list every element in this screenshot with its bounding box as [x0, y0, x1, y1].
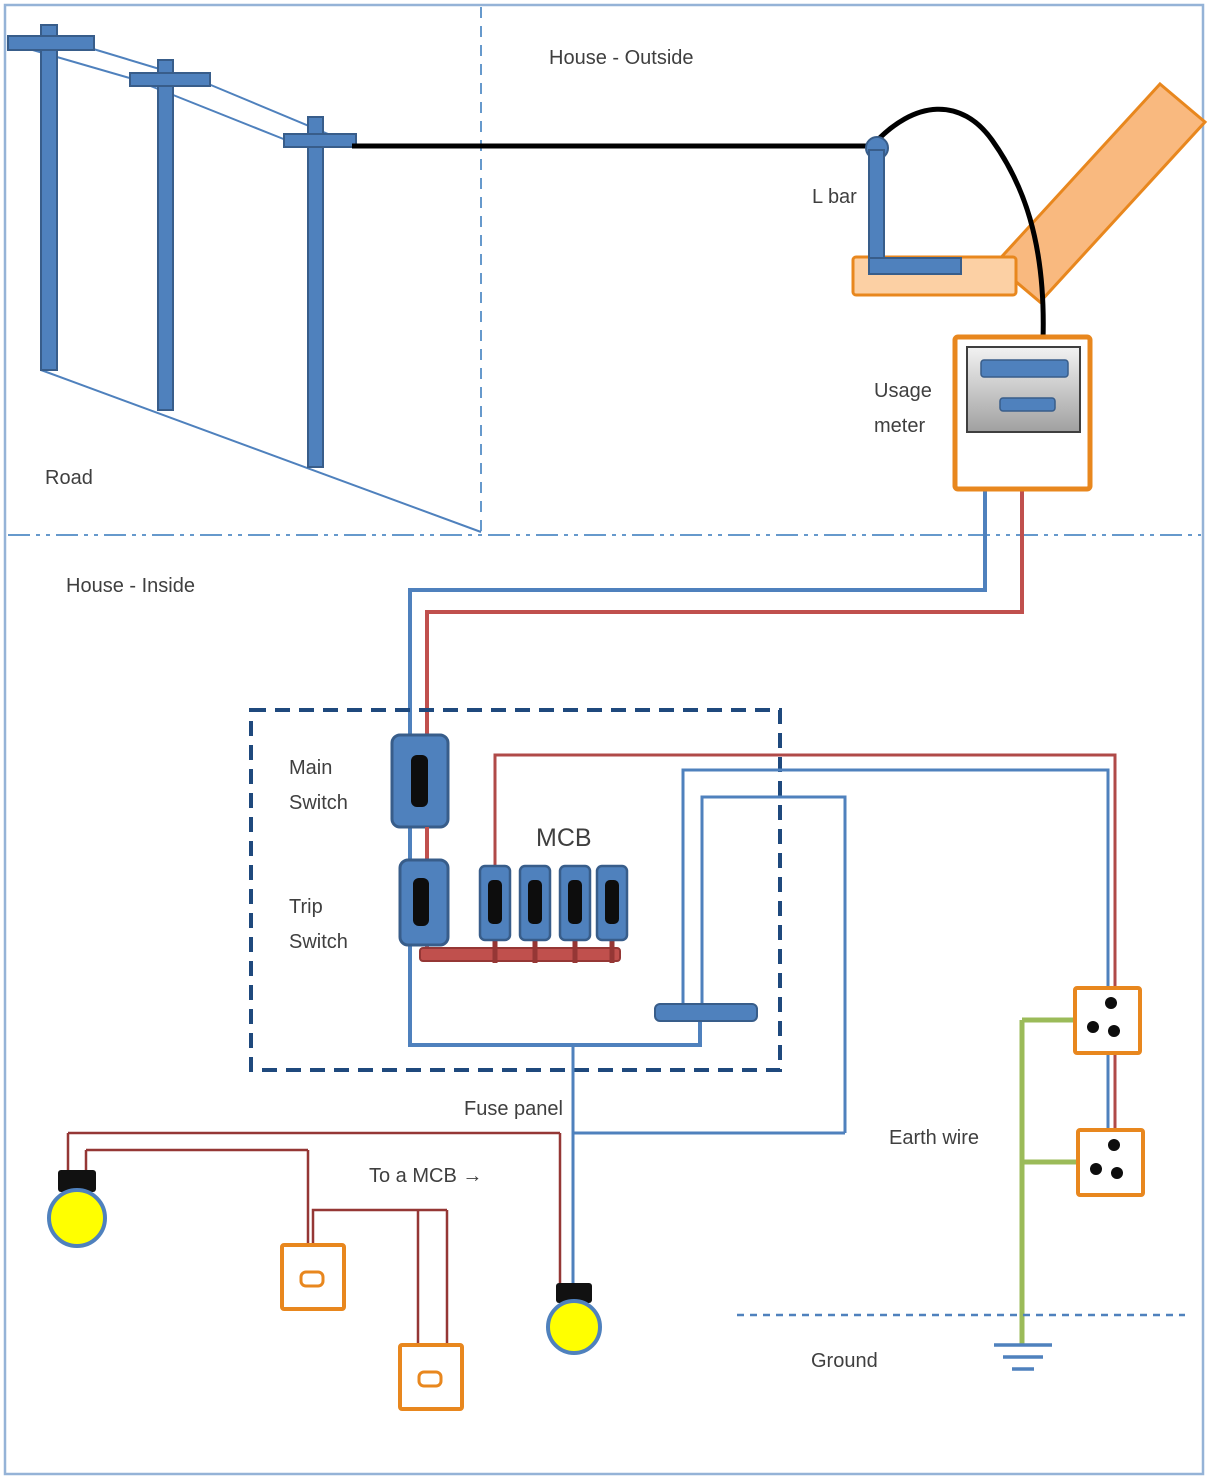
usage-meter [952, 334, 1093, 492]
lamp-1 [47, 1170, 107, 1248]
label-usage-meter-line2: meter [874, 415, 925, 437]
trip-switch [398, 858, 450, 947]
socket-pin-hole [1108, 1025, 1120, 1037]
label-trip-switch-line2: Switch [289, 931, 348, 953]
label-ground: Ground [811, 1350, 878, 1372]
usage-meter-readout-bar [980, 359, 1069, 378]
bus-bar [419, 947, 621, 962]
mcb-2 [518, 864, 552, 942]
road-edge-line [40, 369, 482, 533]
utility-pole-2 [129, 59, 211, 411]
wall-switch-2-rocker [417, 1370, 443, 1388]
label-mcb: MCB [536, 824, 592, 852]
lighting-circuit-wires [66, 1131, 562, 1345]
usage-meter-readout-bar-small [999, 397, 1056, 412]
road-and-overhead-wires [11, 43, 482, 533]
mcb-toggle [488, 880, 502, 924]
mcb-3 [558, 864, 592, 942]
lamp-2-holder [556, 1283, 592, 1303]
roof [992, 81, 1208, 305]
mcb-4 [595, 864, 629, 942]
switch-loop-wire [311, 1208, 447, 1245]
wall-switch-1-rocker [299, 1270, 325, 1288]
trip-switch-toggle [413, 878, 429, 926]
socket-pin-hole [1105, 997, 1117, 1009]
power-socket-2 [1076, 1128, 1145, 1197]
label-earth-wire: Earth wire [889, 1127, 979, 1149]
lamp-2 [546, 1283, 602, 1355]
mcb-bank [478, 864, 629, 942]
overhead-wire [132, 78, 287, 141]
wall-switch-2 [398, 1343, 464, 1411]
lamp-2-bulb [546, 1299, 602, 1355]
mcb-toggle [528, 880, 542, 924]
label-main-switch-line1: Main [289, 757, 332, 779]
label-fuse-panel: Fuse panel [464, 1098, 563, 1120]
neutral-wire-branch [700, 795, 847, 1133]
label-main-switch-line2: Switch [289, 792, 348, 814]
socket-pin-hole [1090, 1163, 1102, 1175]
mcb-toggle [568, 880, 582, 924]
label-l-bar: L bar [812, 186, 857, 208]
socket-pin-hole [1111, 1167, 1123, 1179]
label-usage-meter-line1: Usage [874, 380, 932, 402]
label-to-a-mcb: To a MCB → [369, 1165, 482, 1187]
l-bar [865, 136, 962, 275]
socket-pin-hole [1087, 1021, 1099, 1033]
utility-poles [7, 24, 357, 468]
drop-loop-cable [870, 106, 1046, 341]
page-border [3, 3, 1205, 1476]
label-trip-switch-line1: Trip [289, 896, 323, 918]
mcb-1 [478, 864, 512, 942]
wall-switch-1 [280, 1243, 346, 1311]
neutral-wire-to-socket-1 [681, 768, 1110, 1004]
socket-pin-hole [1108, 1139, 1120, 1151]
fuse-panel-enclosure [249, 708, 782, 1072]
label-house-inside: House - Inside [66, 575, 195, 597]
lamp-1-bulb [47, 1188, 107, 1248]
live-wire-meter-to-panel [425, 489, 1024, 950]
neutral-link-bar [654, 1003, 758, 1022]
live-bus-bar [419, 938, 621, 963]
ground-area [737, 1313, 1185, 1371]
main-switch-toggle [411, 755, 428, 807]
label-road: Road [45, 467, 93, 489]
service-drop-cable [352, 106, 1046, 341]
l-bar-foot [868, 257, 962, 275]
main-switch [390, 733, 450, 829]
mcb-toggle [605, 880, 619, 924]
lamp-1-holder [58, 1170, 96, 1192]
label-house-outside: House - Outside [549, 47, 694, 69]
live-wire-to-socket-1 [493, 753, 1117, 988]
utility-pole-1 [7, 24, 95, 371]
earth-wire [1019, 1017, 1078, 1345]
l-bar-vertical [868, 149, 885, 273]
power-socket-1 [1073, 986, 1142, 1055]
utility-pole-3 [283, 116, 357, 468]
